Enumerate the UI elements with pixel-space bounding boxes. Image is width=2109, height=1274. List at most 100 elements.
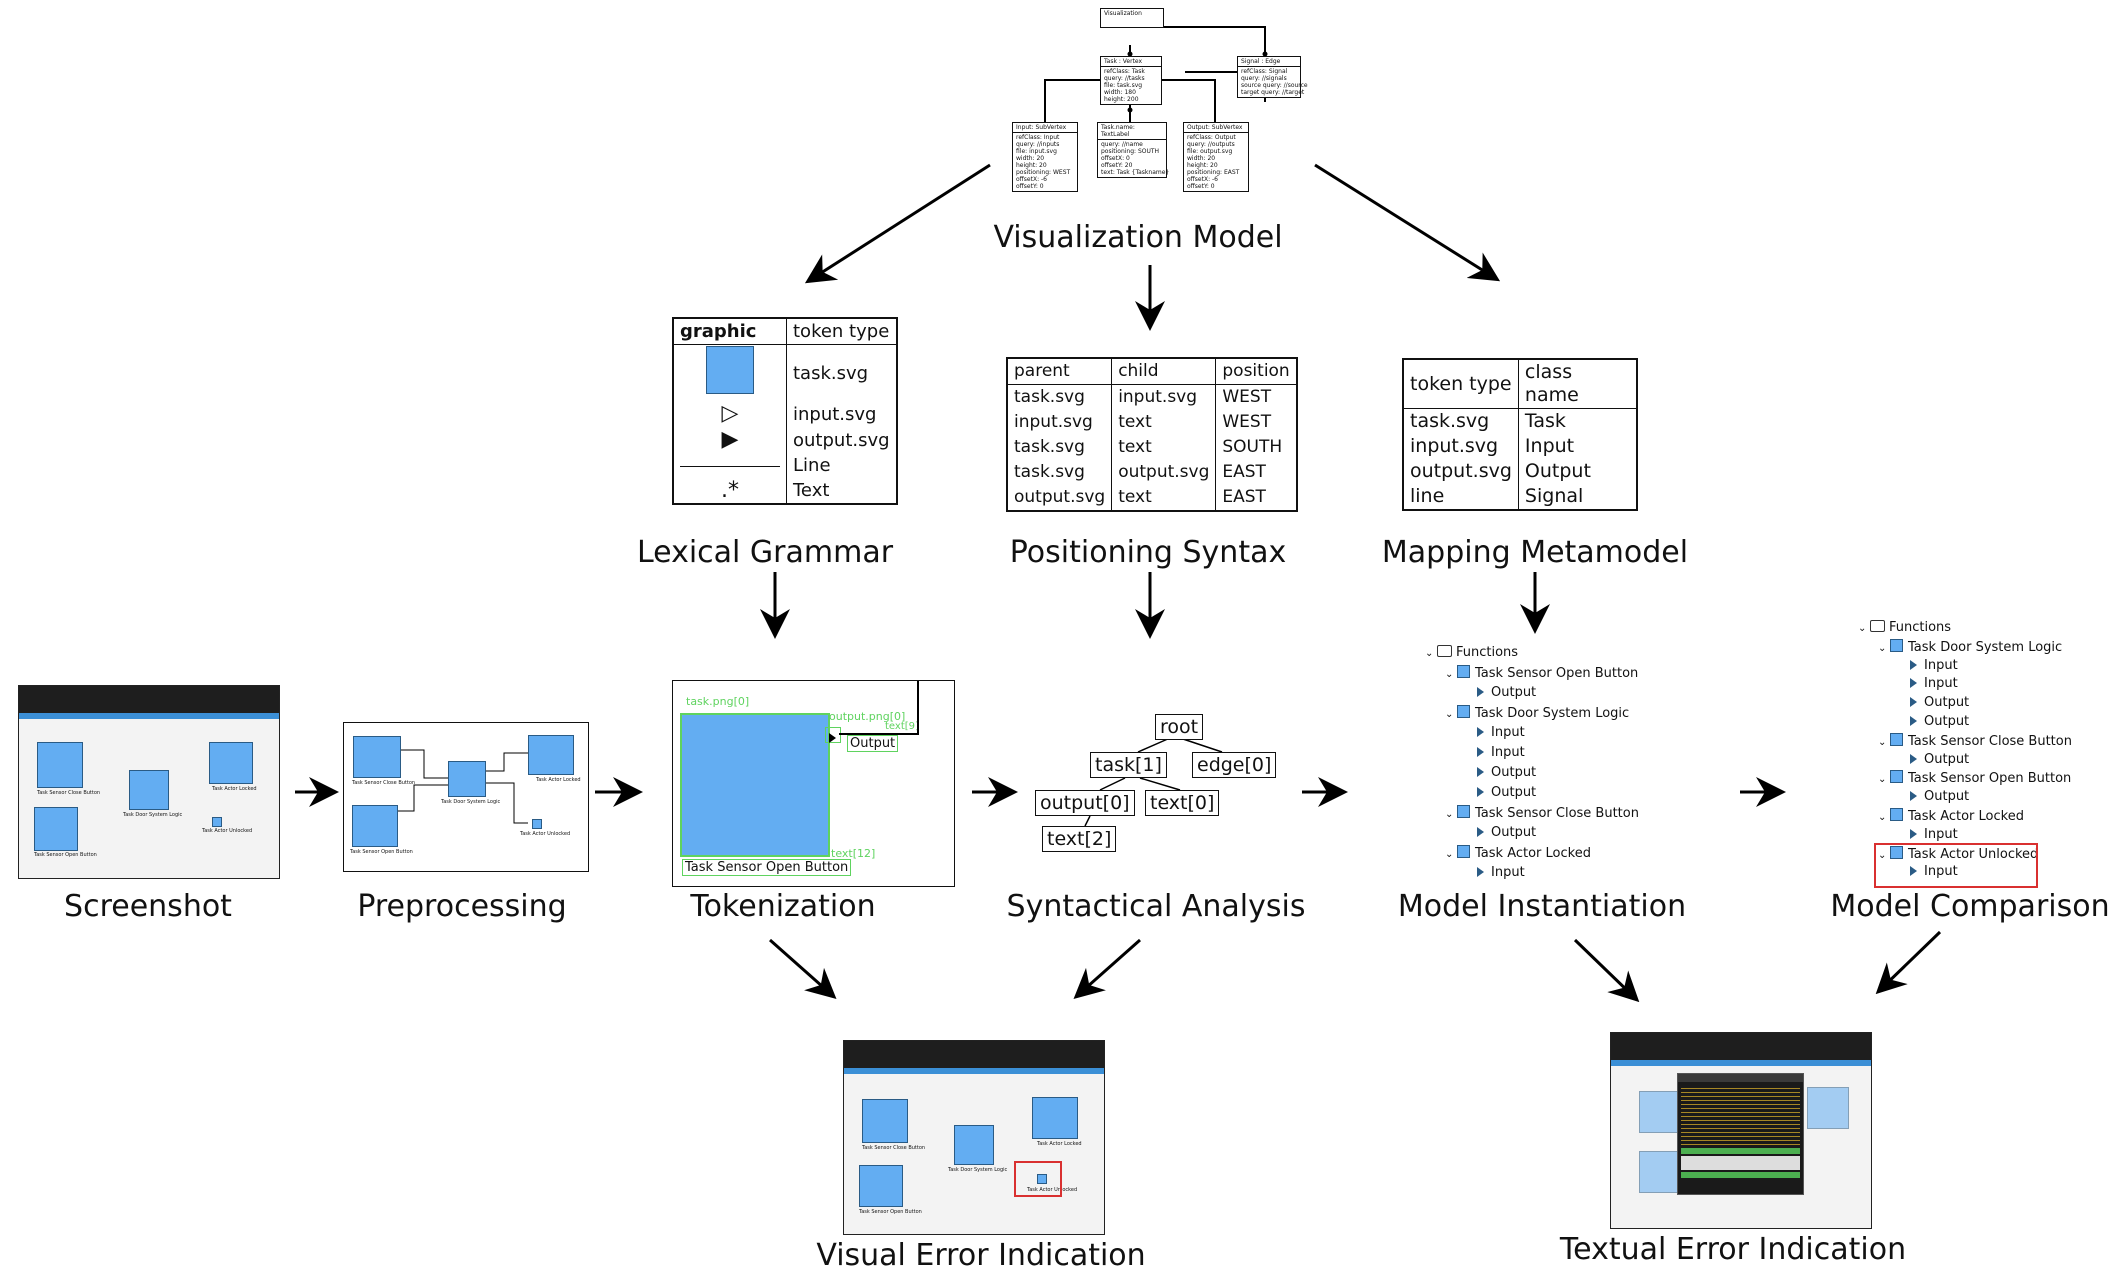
tree-item-label: Output [1491,765,1537,780]
label-visualization-model: Visualization Model [993,220,1283,255]
chevron-down-icon[interactable]: ⌄ [1878,642,1887,654]
port-icon [1477,747,1484,757]
chevron-down-icon[interactable]: ⌄ [1445,809,1454,820]
tree-task-item[interactable]: ⌄ Task Sensor Close Button [1878,732,2072,749]
tree-port-item[interactable]: Output [1898,695,1969,710]
tree-task-item[interactable]: ⌄Task Door System Logic [1878,638,2062,655]
port-icon [1910,678,1917,689]
screen-label: Task Actor Locked [212,786,257,792]
tree-item-label: Output [1924,714,1970,729]
label-visual-error: Visual Error Indication [816,1238,1146,1273]
tree-item-label: Task Sensor Close Button [1908,733,2072,749]
tree-task-item[interactable]: ⌄ Task Actor Locked [1878,808,2024,824]
chevron-down-icon[interactable]: ⌄ [1445,669,1454,680]
positioning-cell: WEST [1222,412,1272,432]
token-text: Text [793,480,830,501]
tree-port-item[interactable]: Output [1898,752,1969,767]
chevron-down-icon[interactable]: ⌄ [1445,849,1454,860]
tree-port-item[interactable]: Input [1465,745,1525,760]
port-icon [1910,828,1917,839]
tree-item-label: Output [1924,695,1970,711]
uml-title: Task.name: TextLabel [1098,123,1166,140]
header-parent: parent [1007,358,1113,385]
chevron-down-icon[interactable]: ⌄ [1858,623,1867,634]
port-icon [1477,867,1484,877]
mapping-cell: output.svg [1403,459,1519,484]
header-position: position [1222,361,1290,381]
comparison-error-highlight [1874,843,2038,888]
tokenization-image: task.png[0] output.png[0] text[9] Output… [672,680,955,887]
tree-item-label: Task Actor Locked [1908,809,2024,824]
chevron-down-icon[interactable]: ⌄ [1878,774,1887,786]
label-model-instantiation: Model Instantiation [1397,889,1687,924]
header-token-type: token type [1403,359,1519,409]
tree-port-item[interactable]: Output [1465,765,1536,780]
tree-task-item[interactable]: ⌄Task Door System Logic [1445,705,1629,721]
tree-task-item[interactable]: ⌄Task Sensor Open Button [1878,770,2071,786]
chevron-down-icon[interactable]: ⌄ [1878,736,1887,748]
syntax-tree-edges [1084,737,1223,827]
screen-label: Task Door System Logic [441,799,501,805]
tree-port-item[interactable]: Input [1898,827,1958,842]
token-line: Line [793,455,831,476]
uml-body: refClass: Input query: //inputs file: in… [1016,134,1071,190]
tree-item-label: Task Actor Unlocked [1908,846,2039,862]
tree-port-item[interactable]: Input [1898,676,1958,691]
token-tag: text[12] [831,847,876,860]
task-icon [1457,665,1470,678]
screen-label: Task Actor Locked [536,777,581,783]
tree-port-item[interactable]: Input [1465,725,1525,740]
port-icon [1910,659,1917,670]
label-preprocessing: Preprocessing [357,889,567,924]
syntax-node-text0: text[0] [1145,790,1220,816]
chevron-down-icon[interactable]: ⌄ [1425,648,1434,659]
tree-port-item[interactable]: Output [1465,785,1536,800]
chevron-down-icon[interactable]: ⌄ [1878,849,1887,861]
uml-title: Task : Vertex [1101,57,1161,67]
positioning-cell: text [1111,435,1217,460]
header-graphic: graphic [673,318,787,345]
uml-body: refClass: Signal query: //signals source… [1241,68,1308,96]
header-child: child [1111,358,1217,385]
arrow-inst-to-textual [1573,938,1640,1003]
tree-port-item[interactable]: Output [1898,789,1969,804]
screenshot-image: Task Sensor Close Button Task Sensor Ope… [18,685,280,879]
positioning-cell: text [1111,410,1217,435]
visual-error-image: Task Sensor Close Button Task Sensor Ope… [843,1040,1105,1235]
tree-root-item[interactable]: ⌄Functions [1858,620,1951,635]
tree-port-item[interactable]: Output [1898,714,1969,729]
tree-port-item[interactable]: Output [1465,825,1536,840]
label-model-comparison: Model Comparison [1830,889,2109,924]
port-icon [1477,687,1484,697]
uml-title: Input: SubVertex [1013,123,1077,133]
header-token-type: token type [793,321,890,342]
uml-body: refClass: Task query: //tasks file: task… [1104,68,1145,103]
tree-task-item[interactable]: ⌄Task Sensor Open Button [1445,665,1638,681]
tree-port-item[interactable]: Input [1465,865,1525,880]
tree-port-item[interactable]: Input [1898,864,1958,879]
mapping-cell: Task [1524,410,1566,432]
token-input: input.svg [793,403,877,425]
positioning-cell: task.svg [1007,384,1113,410]
tree-item-label: Output [1491,825,1537,840]
tree-item-label: Input [1924,657,1958,673]
tree-port-item[interactable]: Input [1898,658,1958,673]
positioning-cell: EAST [1222,487,1266,507]
tree-task-item[interactable]: ⌄Task Sensor Close Button [1445,805,1639,821]
error-dialog [1677,1073,1804,1195]
tree-task-item[interactable]: ⌄ Task Actor Unlocked [1878,845,2039,862]
chevron-down-icon[interactable]: ⌄ [1445,709,1454,720]
tree-item-label: Input [1924,676,1958,692]
tree-root-item[interactable]: ⌄Functions [1425,645,1518,660]
tree-item-label: Output [1491,685,1537,700]
tree-task-item[interactable]: ⌄Task Actor Locked [1445,845,1591,861]
tree-port-item[interactable]: Output [1465,685,1536,700]
chevron-down-icon[interactable]: ⌄ [1878,812,1887,823]
syntax-node-output: output[0] [1035,790,1135,816]
positioning-cell: output.svg [1111,460,1217,485]
